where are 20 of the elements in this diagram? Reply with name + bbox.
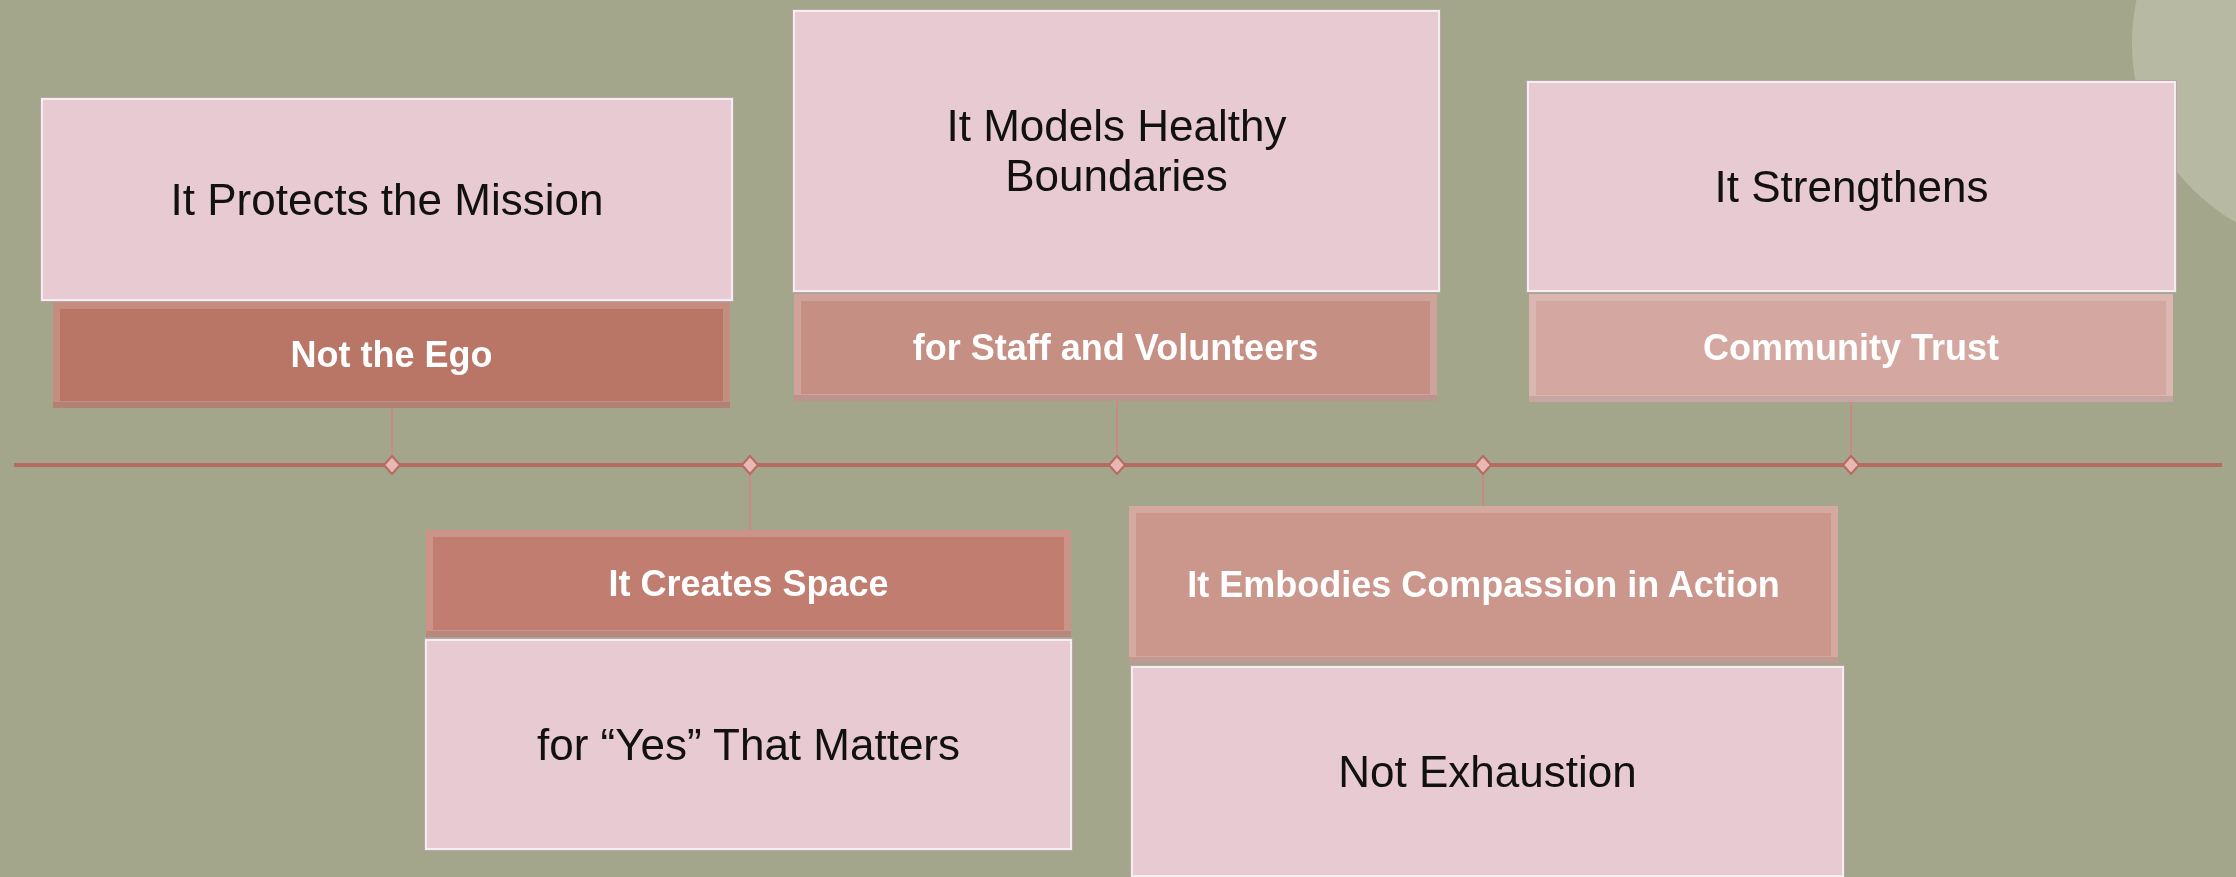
diamond-marker xyxy=(383,455,401,475)
connector-line xyxy=(1116,400,1118,456)
banner-bar: It Creates Space xyxy=(426,530,1071,637)
connector-line xyxy=(1482,474,1484,507)
connector-line xyxy=(749,474,751,531)
text-card: It Models Healthy Boundaries xyxy=(793,10,1440,292)
banner-bar: for Staff and Volunteers xyxy=(794,294,1437,401)
text-card: Not Exhaustion xyxy=(1131,666,1844,877)
connector-line xyxy=(391,407,393,456)
text-card: It Strengthens xyxy=(1527,81,2176,292)
text-card: for “Yes” That Matters xyxy=(425,639,1072,850)
diamond-marker xyxy=(1842,455,1860,475)
diamond-marker xyxy=(741,455,759,475)
banner-bar: It Embodies Compassion in Action xyxy=(1129,506,1838,663)
connector-line xyxy=(1850,401,1852,456)
banner-bar: Community Trust xyxy=(1529,294,2173,402)
banner-bar: Not the Ego xyxy=(53,302,730,408)
text-card: It Protects the Mission xyxy=(41,98,733,301)
diamond-marker xyxy=(1108,455,1126,475)
diamond-marker xyxy=(1474,455,1492,475)
